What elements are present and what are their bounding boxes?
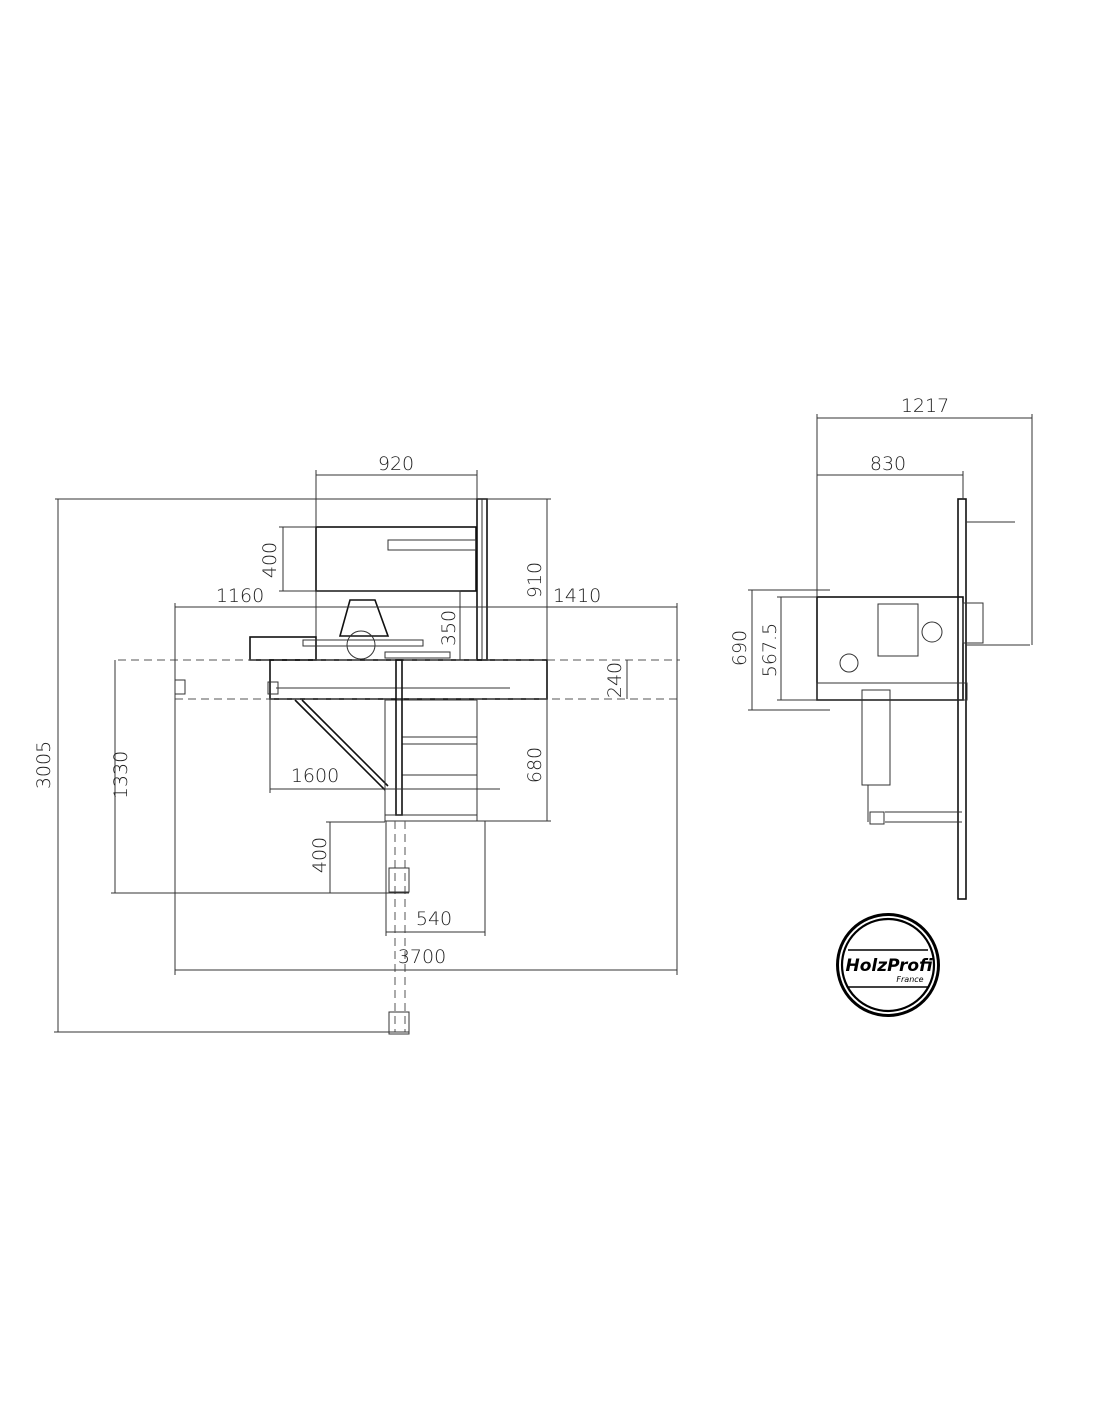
dim-680: 680 [524, 747, 546, 783]
front-view-machine [118, 498, 680, 1035]
side-view-dimensions: 1217 830 690 567.5 [729, 395, 1033, 711]
front-view-dimensions: 920 400 1160 1410 910 350 240 680 1600 1… [33, 453, 678, 1033]
dim-1330: 1330 [110, 751, 132, 799]
dim-690: 690 [729, 630, 751, 666]
dim-3700: 3700 [398, 946, 446, 968]
dim-1217: 1217 [901, 395, 949, 417]
dim-1160: 1160 [216, 585, 264, 607]
dim-240: 240 [604, 662, 626, 698]
dim-400-top: 400 [259, 542, 281, 578]
dim-350: 350 [438, 610, 460, 646]
svg-text:France: France [896, 975, 923, 984]
dim-400-bottom: 400 [309, 837, 331, 873]
dim-1600: 1600 [291, 765, 339, 787]
dim-567-5: 567.5 [759, 623, 781, 677]
dim-920: 920 [378, 453, 414, 475]
dim-3005: 3005 [33, 741, 55, 789]
svg-text:HolzProfi: HolzProfi [845, 956, 933, 976]
holzprofi-logo: HolzProfi France [836, 913, 940, 1017]
dim-1410: 1410 [553, 585, 601, 607]
dim-910: 910 [524, 562, 546, 598]
side-view-machine [816, 498, 1030, 900]
dim-540: 540 [416, 908, 452, 930]
dim-830: 830 [870, 453, 906, 475]
